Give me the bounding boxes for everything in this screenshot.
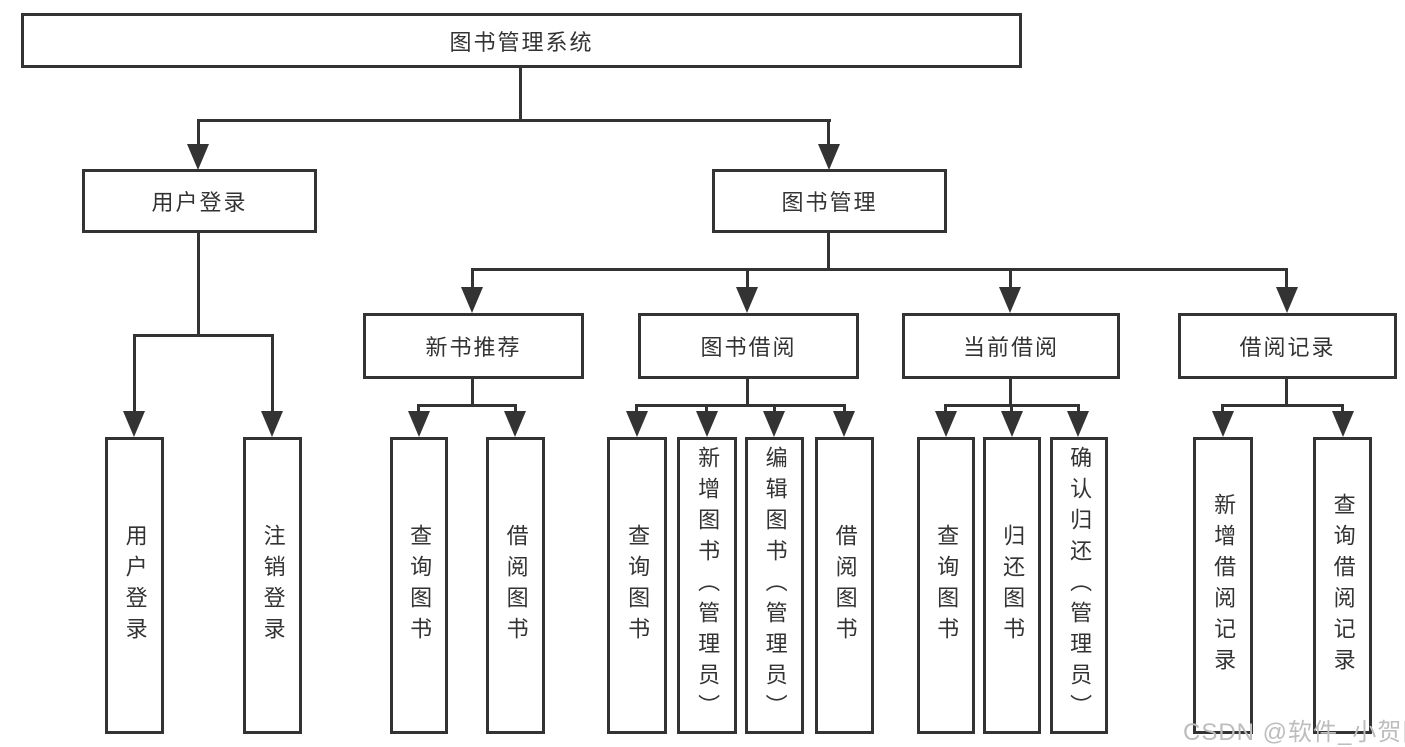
- connector: [519, 68, 522, 122]
- arrowhead: [999, 287, 1021, 313]
- leaf-cb-confirm-return-admin-label: 确认归还（管理员）: [1067, 446, 1093, 725]
- connector: [197, 119, 200, 147]
- connector: [197, 119, 831, 122]
- connector: [635, 404, 846, 407]
- node-library-system-label: 图书管理系统: [449, 29, 594, 55]
- arrowhead: [1212, 411, 1234, 437]
- node-borrowing-records-label: 借阅记录: [1239, 335, 1336, 360]
- leaf-bb-edit-books-admin-label: 编辑图书（管理员）: [762, 446, 788, 725]
- leaf-bb-borrow-books-label: 借阅图书: [832, 523, 858, 648]
- connector: [471, 379, 474, 407]
- connector: [746, 268, 749, 290]
- leaf-bb-edit-books-admin: 编辑图书（管理员）: [745, 437, 804, 734]
- connector: [1009, 268, 1012, 290]
- arrowhead: [696, 411, 718, 437]
- arrowhead: [626, 411, 648, 437]
- arrowhead: [408, 411, 430, 437]
- node-book-management-label: 图书管理: [781, 190, 878, 215]
- arrowhead: [736, 287, 758, 313]
- connector: [514, 404, 517, 413]
- connector: [471, 268, 1288, 271]
- arrowhead: [1001, 411, 1023, 437]
- leaf-user-login: 用户登录: [105, 437, 164, 734]
- leaf-cb-confirm-return-admin: 确认归还（管理员）: [1050, 437, 1108, 734]
- arrowhead: [187, 144, 209, 170]
- node-borrowing-records: 借阅记录: [1178, 313, 1397, 379]
- connector: [1009, 379, 1012, 407]
- leaf-br-add-borrow-record-label: 新增借阅记录: [1211, 492, 1237, 679]
- connector: [773, 404, 776, 413]
- node-book-borrowing-label: 图书借阅: [700, 335, 797, 360]
- arrowhead: [935, 411, 957, 437]
- leaf-nb-query-books-label: 查询图书: [407, 523, 433, 648]
- node-library-system: 图书管理系统: [21, 13, 1022, 68]
- arrowhead: [763, 411, 785, 437]
- watermark: CSDN @软件_小贺同学: [1183, 719, 1405, 746]
- connector: [1221, 404, 1344, 407]
- leaf-bb-query-books: 查询图书: [607, 437, 667, 734]
- leaf-cb-query-books: 查询图书: [917, 437, 975, 734]
- leaf-cb-query-books-label: 查询图书: [934, 523, 960, 648]
- node-user-login-label: 用户登录: [151, 190, 248, 215]
- leaf-cb-return-books-label: 归还图书: [1000, 523, 1026, 648]
- leaf-br-query-borrow-record: 查询借阅记录: [1313, 437, 1372, 734]
- connector: [635, 404, 638, 413]
- leaf-cb-return-books: 归还图书: [983, 437, 1041, 734]
- arrowhead: [1276, 287, 1298, 313]
- connector: [417, 404, 420, 413]
- leaf-logout-label: 注销登录: [260, 523, 286, 648]
- connector: [271, 334, 274, 414]
- connector: [1285, 379, 1288, 407]
- leaf-br-query-borrow-record-label: 查询借阅记录: [1330, 492, 1356, 679]
- connector: [133, 334, 136, 414]
- leaf-nb-borrow-books-label: 借阅图书: [503, 523, 529, 648]
- arrowhead: [261, 411, 283, 437]
- connector: [827, 233, 830, 270]
- arrowhead: [461, 287, 483, 313]
- connector: [133, 334, 274, 337]
- arrowhead: [1332, 411, 1354, 437]
- leaf-bb-borrow-books: 借阅图书: [815, 437, 874, 734]
- leaf-bb-add-books-admin-label: 新增图书（管理员）: [695, 446, 721, 725]
- connector: [705, 404, 708, 413]
- node-user-login: 用户登录: [82, 169, 317, 233]
- leaf-user-login-label: 用户登录: [122, 523, 148, 648]
- leaf-nb-query-books: 查询图书: [390, 437, 448, 734]
- connector: [1285, 268, 1288, 290]
- connector: [1010, 404, 1013, 413]
- connector: [827, 119, 830, 147]
- connector: [746, 379, 749, 407]
- connector: [417, 404, 517, 407]
- connector: [1221, 404, 1224, 413]
- leaf-logout: 注销登录: [243, 437, 302, 734]
- leaf-br-add-borrow-record: 新增借阅记录: [1193, 437, 1253, 734]
- arrowhead: [123, 411, 145, 437]
- leaf-nb-borrow-books: 借阅图书: [486, 437, 545, 734]
- connector: [1341, 404, 1344, 413]
- node-current-borrowing: 当前借阅: [902, 313, 1120, 379]
- arrowhead: [818, 144, 840, 170]
- arrowhead: [504, 411, 526, 437]
- arrowhead: [833, 411, 855, 437]
- node-new-book-recommendation: 新书推荐: [363, 313, 584, 379]
- arrowhead: [1067, 411, 1089, 437]
- node-new-book-recommendation-label: 新书推荐: [425, 335, 522, 360]
- connector: [197, 233, 200, 337]
- node-current-borrowing-label: 当前借阅: [962, 335, 1059, 360]
- connector: [471, 268, 474, 290]
- connector: [944, 404, 947, 413]
- leaf-bb-query-books-label: 查询图书: [625, 523, 651, 648]
- node-book-management: 图书管理: [712, 169, 947, 233]
- connector: [843, 404, 846, 413]
- node-book-borrowing: 图书借阅: [638, 313, 859, 379]
- leaf-bb-add-books-admin: 新增图书（管理员）: [677, 437, 737, 734]
- connector: [1077, 404, 1080, 413]
